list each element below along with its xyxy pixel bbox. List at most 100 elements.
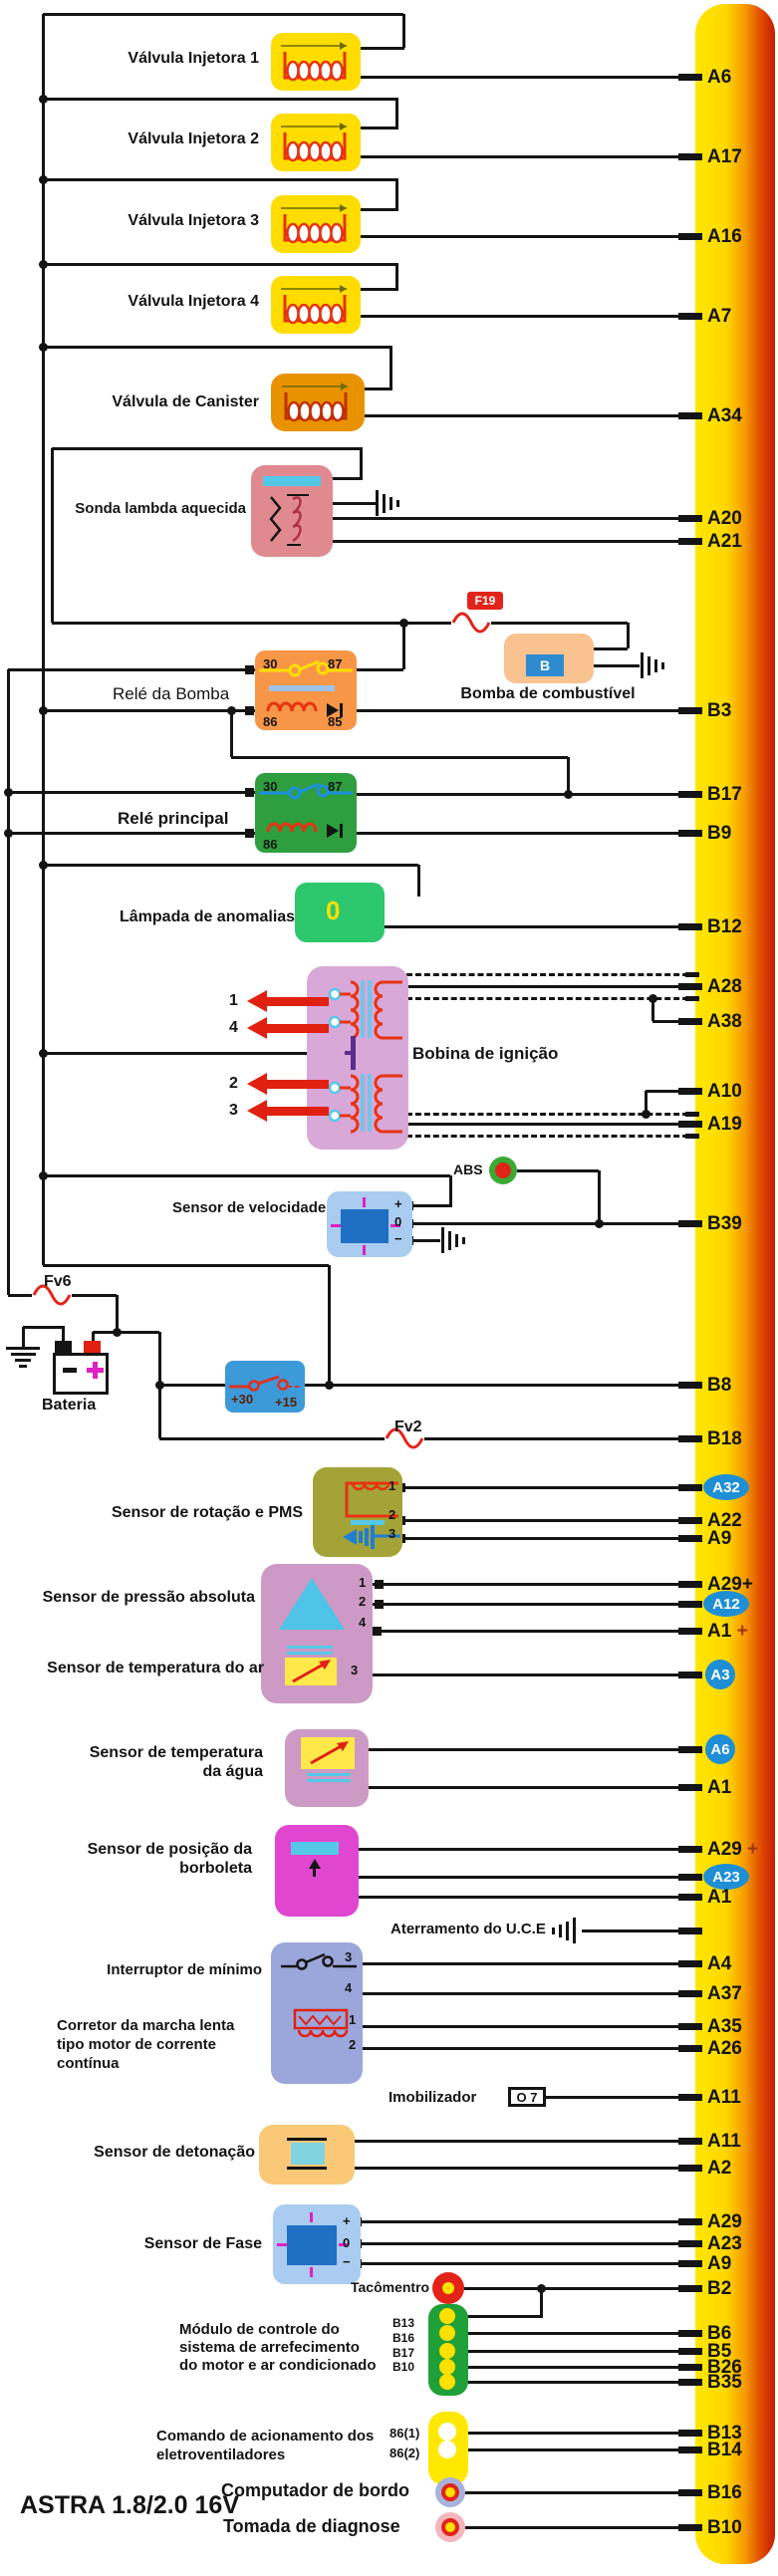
malfunction-lamp-symbol: 0 <box>295 883 385 942</box>
junction-dot <box>648 994 657 1003</box>
ecu-pin-label: B8 <box>707 1375 732 1396</box>
wire <box>389 347 392 388</box>
coil-arrow <box>267 1080 329 1089</box>
ignition-coil-symbol <box>307 966 408 1150</box>
cooling-module-pin-b16: B16 <box>392 2331 415 2345</box>
tps-wiper-arrow <box>309 1859 321 1869</box>
battery-label: Bateria <box>42 1397 97 1414</box>
wire <box>462 2491 680 2494</box>
junction-dot <box>564 790 573 799</box>
ecu-pin-stub <box>678 1846 702 1853</box>
ecu-pin-stub <box>678 1874 702 1881</box>
ecu-pin-label: B2 <box>707 2278 732 2299</box>
wire <box>329 477 363 480</box>
speed-sensor-label: Sensor de velocidade <box>172 1199 327 1216</box>
wire <box>395 99 398 128</box>
ecu-pin-label: B17 <box>707 784 742 805</box>
ecu-pin-stub <box>685 1134 699 1139</box>
ecu-ground-label: Aterramento do U.C.E <box>390 1921 546 1937</box>
ecu-pin-stub <box>678 1894 702 1901</box>
wire <box>651 998 654 1021</box>
junction-dot <box>39 706 48 715</box>
phase-sensor-symbol <box>273 2204 361 2284</box>
ecu-pin-stub <box>678 2260 702 2267</box>
ecu-pin-stub <box>685 972 699 977</box>
ecu-pin-label: A3 <box>705 1660 735 1689</box>
air-temp-t3: 3 <box>351 1663 359 1677</box>
ignition-coil-label: Bobina de ignição <box>412 1044 559 1063</box>
wire <box>594 664 640 667</box>
wire <box>395 179 398 209</box>
wire <box>52 447 363 450</box>
wire <box>456 2315 543 2318</box>
wire <box>361 2262 680 2265</box>
ecu-pin-label: B35 <box>707 2372 742 2393</box>
wire <box>328 1265 331 1385</box>
ecu-pin-label: A29+ <box>707 1574 753 1595</box>
terminal <box>245 665 254 674</box>
junction-dot <box>39 1049 48 1058</box>
terminal <box>375 1580 384 1589</box>
ecu-pin-label: A12 <box>703 1591 749 1617</box>
idle-switch-label: Interruptor de mínimo <box>107 1961 262 1978</box>
junction-dot <box>642 1110 650 1119</box>
junction-dot <box>595 1219 604 1228</box>
ecu-pin-stub <box>678 1990 702 1997</box>
water-temp-label-1: Sensor de temperatura <box>89 1744 263 1761</box>
ecu-pin-label: B9 <box>707 823 732 844</box>
wire <box>359 47 404 50</box>
phase-zero: 0 <box>343 2235 351 2250</box>
ground-icon <box>654 658 657 672</box>
trip-computer-label: Computador de bordo <box>221 2480 409 2500</box>
ground-icon <box>455 1233 458 1247</box>
ecu-pin-stub <box>678 791 702 798</box>
crank-t2: 2 <box>389 1507 396 1522</box>
wire <box>23 1326 65 1329</box>
ground-icon <box>552 1927 555 1934</box>
wire <box>361 1992 680 1995</box>
wire <box>411 1239 440 1242</box>
ecu-pin-label: A1 <box>707 1887 732 1908</box>
wire <box>8 791 257 794</box>
ecu-pin-stub <box>678 1581 702 1588</box>
coil-arrow-head <box>247 1017 267 1039</box>
wire <box>72 1294 117 1297</box>
ground-icon <box>396 499 399 507</box>
battery-body <box>53 1353 109 1395</box>
pin-plus-mark: + <box>741 1839 759 1860</box>
wire <box>329 502 376 505</box>
ecu-pin-stub <box>678 1121 702 1128</box>
wire <box>8 668 257 671</box>
ecu-pin-label: A26 <box>707 2038 742 2059</box>
crank-t1: 1 <box>389 1478 396 1493</box>
wire <box>582 1930 680 1932</box>
ground-icon <box>441 1227 444 1253</box>
wire <box>317 1876 680 1879</box>
wire <box>361 2242 680 2245</box>
fans-label-1: Comando de acionamento dos <box>156 2428 375 2445</box>
junction-dot <box>39 260 48 269</box>
idle-motor-label-1: Corretor da marcha lenta <box>57 2017 235 2034</box>
wire <box>646 1090 680 1093</box>
wire <box>361 2025 680 2028</box>
main-relay-label: Relé principal <box>118 809 229 828</box>
junction-dot <box>39 861 48 870</box>
wire <box>424 1437 680 1440</box>
wire <box>598 1170 601 1223</box>
junction-dot <box>4 788 13 797</box>
lambda-sensor-label: Sonda lambda aquecida <box>75 500 246 517</box>
ground-icon <box>559 1924 562 1937</box>
ecu-pin-label: A2 <box>707 2158 732 2179</box>
ecu-pin-stub <box>678 2285 702 2292</box>
wire <box>43 346 392 349</box>
wire <box>402 14 405 48</box>
ecu-pin-label: A6 <box>707 67 732 88</box>
ecu-pin-label: A32 <box>703 1474 749 1500</box>
wire <box>158 1385 161 1438</box>
injector-label: Válvula Injetora 4 <box>128 293 259 310</box>
wire <box>395 264 398 289</box>
phase-minus: − <box>343 2254 351 2269</box>
junction-dot <box>325 1381 334 1390</box>
ecu-pin-label: B6 <box>707 2323 732 2344</box>
